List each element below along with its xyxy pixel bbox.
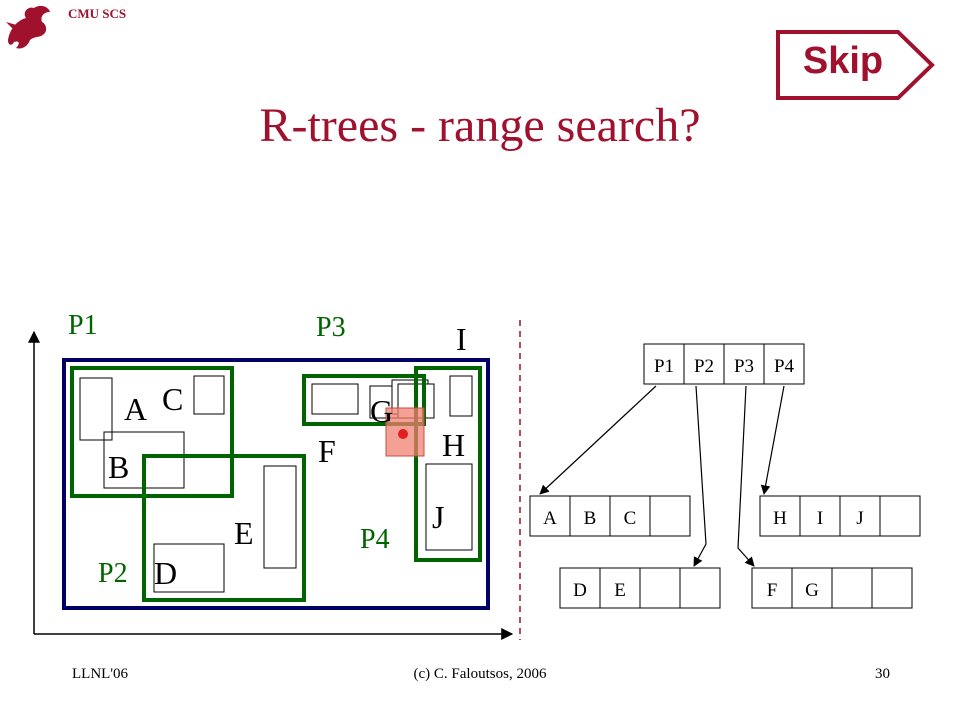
root-mbr (62, 358, 490, 610)
logo-text: CMU SCS (68, 6, 127, 21)
leaf-cell: D (573, 580, 587, 601)
root-cell-p2: P2 (694, 356, 714, 377)
label-h: H (442, 427, 465, 463)
root-node: P1 P2 P3 P4 (643, 343, 805, 385)
rect-c (193, 375, 225, 415)
pointer-p1 (539, 385, 657, 495)
p2-mbr (142, 454, 306, 602)
label-d: D (154, 555, 177, 591)
rect-a (79, 377, 113, 441)
label-f: F (318, 433, 336, 469)
rect-j (425, 463, 473, 551)
label-p2: P2 (98, 558, 128, 589)
label-e: E (234, 515, 254, 551)
root-cell-p1: P1 (654, 356, 674, 377)
pointer-p2 (693, 385, 707, 567)
root-cell-p4: P4 (774, 356, 795, 377)
p4-mbr (414, 366, 482, 562)
pointer-p4 (760, 385, 785, 495)
pointer-p3 (737, 385, 755, 567)
label-p4: P4 (360, 524, 390, 555)
root-cell-p3: P3 (734, 356, 754, 377)
query-point (398, 429, 408, 439)
leaf-node-fg: F G (751, 567, 913, 609)
label-i: I (456, 321, 467, 357)
leaf-cell: A (543, 508, 557, 529)
leaf-cell: J (856, 508, 863, 529)
leaf-cell: G (805, 580, 819, 601)
footer-copyright: (c) C. Faloutsos, 2006 (413, 666, 547, 682)
rect-d (153, 543, 225, 593)
label-c: C (162, 381, 183, 417)
page-title: R-trees - range search? (259, 99, 701, 152)
leaf-cell: I (817, 508, 823, 529)
p3-mbr (302, 374, 426, 426)
p1-mbr (70, 366, 234, 498)
leaf-cell: C (624, 508, 637, 529)
rect-i (449, 375, 473, 417)
label-j: J (432, 499, 444, 535)
page-number: 30 (875, 666, 890, 682)
leaf-node-abc: A B C (529, 495, 691, 537)
leaf-node-de: D E (559, 567, 721, 609)
leaf-cell: H (773, 508, 787, 529)
label-g: G (370, 393, 393, 429)
label-p3: P3 (316, 312, 346, 343)
footer-venue: LLNL'06 (72, 666, 129, 682)
label-p1: P1 (68, 310, 98, 341)
leaf-cell: E (614, 580, 626, 601)
leaf-cell: B (584, 508, 597, 529)
leaf-node-hij: H I J (759, 495, 921, 537)
skip-button[interactable]: Skip (774, 28, 938, 102)
leaf-cell: F (767, 580, 778, 601)
label-b: B (108, 449, 129, 485)
label-a: A (124, 391, 147, 427)
rect-e (263, 465, 297, 569)
skip-button-label: Skip (802, 40, 884, 82)
rect-f (311, 383, 359, 415)
